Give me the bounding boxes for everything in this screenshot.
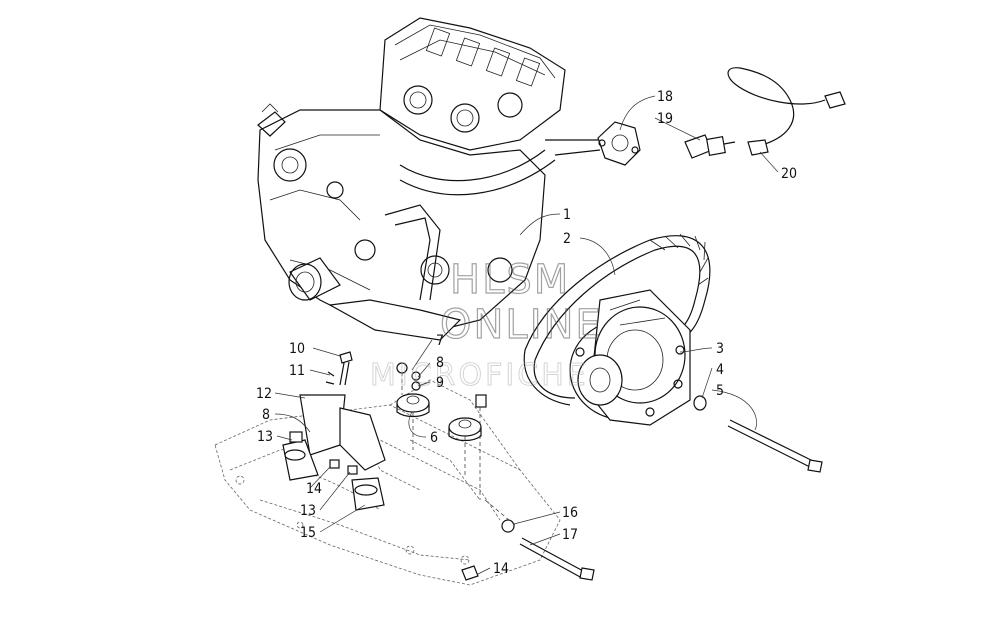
callout-18: 18 (657, 89, 673, 105)
watermark: HLSM ONLINE MICROFICHE (370, 256, 603, 393)
callout-7: 7 (436, 333, 444, 349)
callout-14-lower: 14 (493, 561, 509, 577)
callout-10: 10 (289, 341, 305, 357)
washer-16 (501, 519, 515, 533)
engine-block (257, 17, 601, 341)
sensor-harness (727, 67, 846, 156)
callout-16: 16 (562, 505, 578, 521)
nut-14-bottom (461, 565, 479, 581)
callout-4: 4 (716, 362, 724, 378)
leader-lines (274, 95, 779, 575)
callout-13-lower: 13 (300, 503, 316, 519)
drive-clutch (569, 289, 691, 426)
washer-11 (325, 371, 335, 385)
callout-20: 20 (781, 166, 797, 182)
callout-13-upper: 13 (257, 429, 273, 445)
callout-9: 9 (436, 375, 444, 391)
callout-8-lower: 8 (262, 407, 270, 423)
thermostat-housing (597, 121, 641, 166)
callout-5: 5 (716, 383, 724, 399)
callout-2: 2 (563, 231, 571, 247)
temperature-sensor (684, 134, 736, 159)
bolt-17 (519, 537, 595, 581)
callout-19: 19 (657, 111, 673, 127)
callout-15: 15 (300, 525, 316, 541)
callout-3: 3 (716, 341, 724, 357)
callout-6: 6 (430, 430, 438, 446)
engine-mount-left-front (282, 394, 386, 511)
engine-mount-center (396, 362, 430, 418)
washer-4 (693, 395, 707, 411)
bolt-10 (339, 351, 353, 386)
callout-11: 11 (289, 363, 305, 379)
callout-1: 1 (563, 207, 571, 223)
watermark-line-1: HLSM (450, 257, 570, 303)
drive-belt (523, 233, 711, 406)
callout-8-upper: 8 (436, 355, 444, 371)
callout-12: 12 (256, 386, 272, 402)
watermark-line-3: MICROFICHE (370, 358, 589, 393)
callout-14-upper: 14 (306, 481, 322, 497)
watermark-line-2: ONLINE (440, 302, 603, 348)
bolt-5 (727, 419, 823, 473)
callout-17: 17 (562, 527, 578, 543)
engine-mount-right (448, 394, 487, 442)
callout-labels: 1 2 3 4 5 6 7 8 8 9 10 11 12 13 13 14 14… (256, 89, 797, 577)
